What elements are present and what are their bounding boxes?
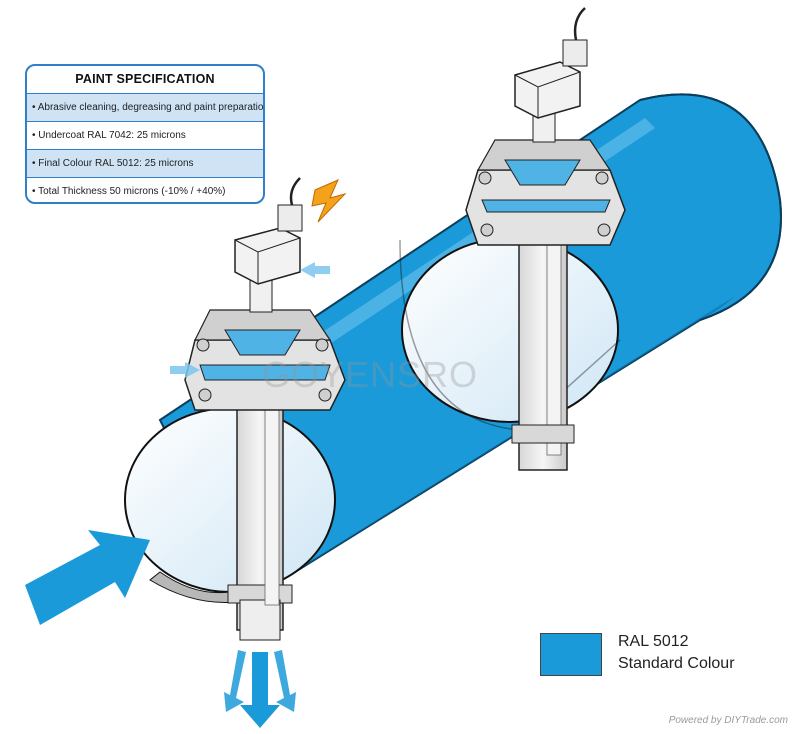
flow-out-arrows bbox=[224, 650, 296, 728]
right-solenoid-coil bbox=[514, 61, 581, 119]
watermark-text: GOYENSRO bbox=[262, 354, 479, 395]
paint-spec-row: • Undercoat RAL 7042: 25 microns bbox=[27, 122, 263, 150]
pipe-end bbox=[639, 93, 782, 321]
legend-colour-swatch bbox=[540, 633, 602, 676]
left-valve bbox=[184, 177, 346, 641]
left-solenoid-coil bbox=[234, 227, 301, 285]
lightning-icon bbox=[311, 179, 347, 223]
exhaust-arrow-icon bbox=[300, 262, 330, 278]
right-valve bbox=[465, 7, 626, 471]
flow-arrow-icon bbox=[274, 650, 296, 712]
flow-arrow-icon bbox=[240, 652, 280, 728]
paint-spec-row: • Abrasive cleaning, degreasing and pain… bbox=[27, 94, 263, 122]
pipe-bottom-shade bbox=[250, 296, 735, 600]
paint-specification-box: PAINT SPECIFICATION • Abrasive cleaning,… bbox=[25, 64, 265, 204]
legend-colour-code: RAL 5012 bbox=[618, 633, 689, 650]
credit-text: Powered by DIYTrade.com bbox=[668, 715, 788, 726]
legend-colour-name: Standard Colour bbox=[618, 655, 735, 672]
exhaust-arrow-icon bbox=[170, 362, 200, 378]
paint-spec-row: • Final Colour RAL 5012: 25 microns bbox=[27, 150, 263, 178]
paint-specification-title: PAINT SPECIFICATION bbox=[27, 66, 263, 94]
flow-arrow-icon bbox=[25, 530, 150, 625]
paint-spec-row: • Total Thickness 50 microns (-10% / +40… bbox=[32, 186, 226, 197]
flow-arrow-icon bbox=[224, 650, 246, 712]
pipe-opening-left bbox=[124, 407, 336, 593]
